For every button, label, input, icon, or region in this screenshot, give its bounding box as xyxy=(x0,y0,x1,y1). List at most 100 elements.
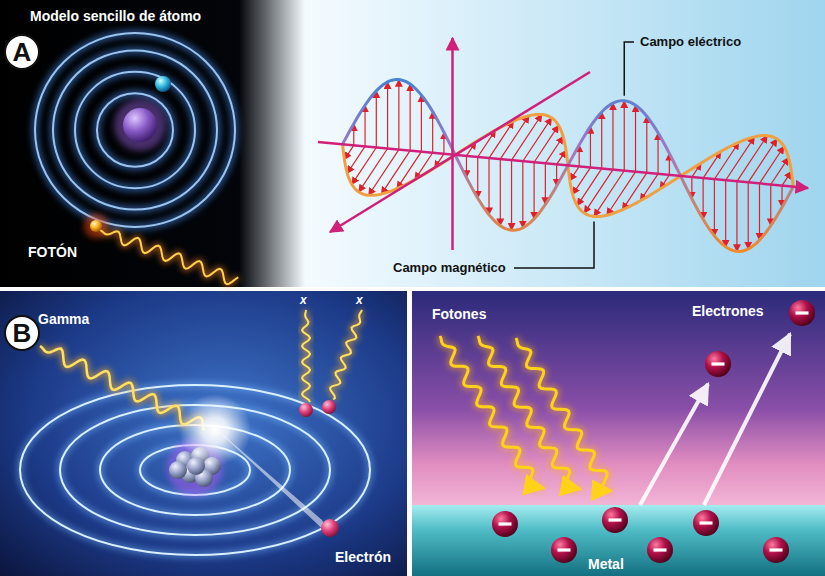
panel-letter-text: A xyxy=(13,39,32,65)
electric-vector xyxy=(511,160,512,230)
minus-sign xyxy=(796,311,809,314)
panel-background xyxy=(412,291,825,506)
magnetic-vector xyxy=(359,149,388,192)
magnetic-vector xyxy=(570,167,579,181)
electron xyxy=(299,403,313,417)
label: Metal xyxy=(588,556,624,573)
electric-vector xyxy=(601,112,602,169)
free-electron xyxy=(789,300,815,326)
orbit-ring xyxy=(20,385,370,555)
magnetic-vector xyxy=(782,171,791,185)
electric-vector xyxy=(364,105,365,146)
em-wave xyxy=(318,38,808,251)
orbit-ring xyxy=(35,33,235,227)
electric-vector xyxy=(522,161,523,228)
nucleus-glow xyxy=(114,99,166,151)
panel-letter: A xyxy=(4,34,40,70)
magnetic-vector xyxy=(344,145,353,159)
orbit-glow xyxy=(35,33,235,227)
nucleon xyxy=(169,461,187,479)
electric-vector xyxy=(533,162,534,219)
orbit-ring xyxy=(97,93,173,167)
photon xyxy=(90,220,102,232)
metal-electron xyxy=(551,537,577,563)
label: Campo eléctrico xyxy=(640,34,741,50)
electric-vector xyxy=(398,80,399,150)
label: Modelo sencillo de átomo xyxy=(30,8,201,25)
orbit-rings xyxy=(20,385,370,555)
magnetic-vector xyxy=(557,150,566,164)
magnetic-vector xyxy=(577,169,601,206)
label: Gamma xyxy=(38,311,89,328)
magnetic-vector xyxy=(584,170,613,213)
photon-wave-glow xyxy=(516,338,611,491)
electron xyxy=(322,400,336,414)
magnetic-vector xyxy=(759,147,783,184)
minus-sign xyxy=(654,548,667,551)
label: Campo magnético xyxy=(393,260,506,276)
electric-vector xyxy=(500,159,501,226)
electric-vector xyxy=(421,95,422,152)
electric-vector xyxy=(477,157,478,198)
electric-vector xyxy=(646,116,647,173)
electric-vector xyxy=(714,179,715,236)
metal-electron xyxy=(602,507,628,533)
metal-electron xyxy=(693,510,719,536)
electric-vector xyxy=(703,178,704,219)
electric-vector xyxy=(410,84,411,151)
panel-background xyxy=(0,291,407,576)
electric-vector xyxy=(770,185,771,226)
electric-vector xyxy=(657,133,658,174)
orbit-glow xyxy=(20,385,370,555)
nucleus xyxy=(123,108,157,142)
label: Fotones xyxy=(432,306,486,323)
gamma-wave xyxy=(40,346,204,430)
electric-vector xyxy=(590,126,591,167)
panel-letter-text: B xyxy=(13,320,32,346)
minus-sign xyxy=(700,521,713,524)
panel-letter: B xyxy=(4,315,40,351)
label: Electrones xyxy=(692,303,764,320)
magnetic-vector xyxy=(523,118,552,161)
metal-electron xyxy=(763,537,789,563)
label: x xyxy=(356,293,363,307)
magnetic-vector xyxy=(534,125,558,162)
free-electron xyxy=(705,351,731,377)
minus-sign xyxy=(609,518,622,521)
photon-wave xyxy=(100,230,238,284)
electric-vector xyxy=(725,180,726,247)
vertical-axis xyxy=(451,38,454,250)
label: FOTÓN xyxy=(28,244,77,261)
minus-sign xyxy=(499,522,512,525)
emission-arrow xyxy=(704,334,790,505)
electric-vector xyxy=(748,182,749,249)
flash xyxy=(179,394,251,466)
minus-sign xyxy=(770,548,783,551)
panel-background xyxy=(0,0,825,287)
electric-vector xyxy=(488,158,489,215)
label: Electrón xyxy=(335,549,391,566)
electric-vector xyxy=(387,82,388,149)
ejected-electron xyxy=(321,519,339,537)
electric-vector xyxy=(432,112,433,153)
electric-vector xyxy=(376,91,377,148)
x-ray-wave xyxy=(330,310,362,400)
photon-wave xyxy=(516,338,611,491)
x-ray-glow xyxy=(302,310,310,402)
leader-line xyxy=(624,42,634,96)
x-ray-glow xyxy=(330,310,362,400)
leader-line xyxy=(514,221,594,268)
orbit-rings xyxy=(35,33,235,227)
electric-vector xyxy=(759,183,760,240)
orbit-glow xyxy=(97,93,173,167)
x-ray-wave xyxy=(302,310,310,402)
magnetic-vector xyxy=(352,147,376,184)
electric-vector xyxy=(612,103,613,170)
orbit-ring xyxy=(53,50,217,209)
gamma-wave-glow xyxy=(40,346,204,430)
propagation-axis xyxy=(318,142,808,188)
electric-vector xyxy=(624,101,625,171)
magnetic-vector xyxy=(748,139,777,182)
orbit-glow xyxy=(53,50,217,209)
